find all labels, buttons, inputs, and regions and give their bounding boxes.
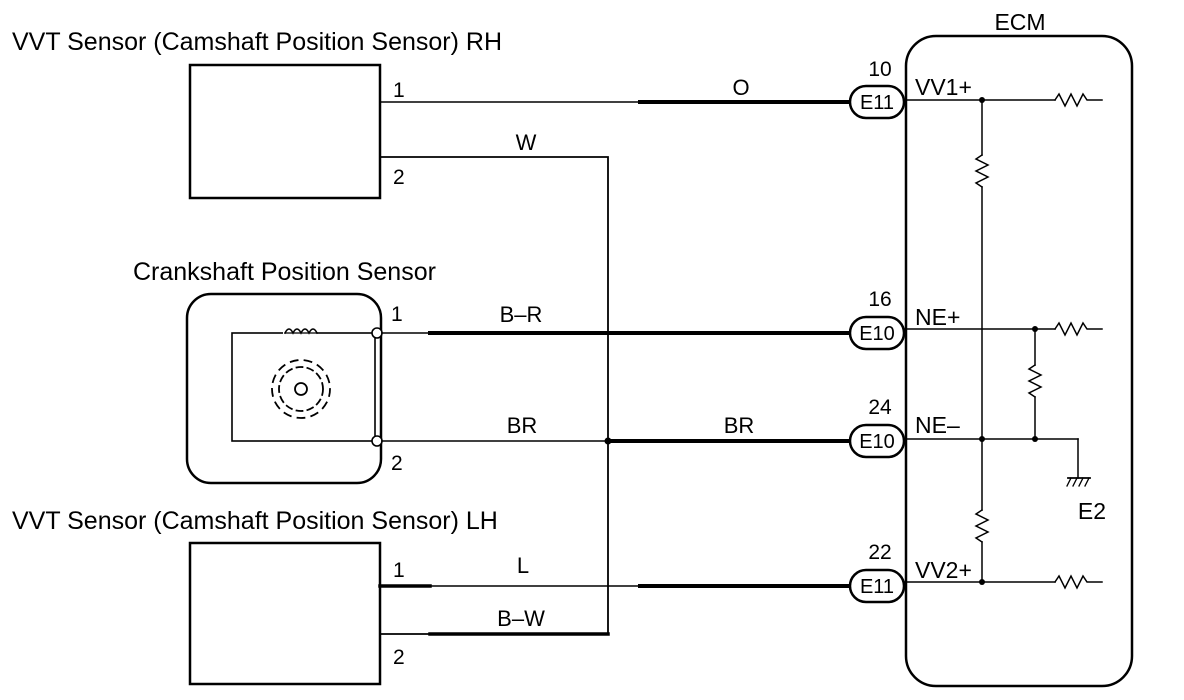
wire-label-rh-return: W bbox=[516, 130, 537, 155]
wire-label-crank-return: BR bbox=[507, 413, 538, 438]
splice-point bbox=[604, 437, 612, 445]
ground-icon bbox=[1066, 477, 1091, 487]
vvt-rh-title: VVT Sensor (Camshaft Position Sensor) RH bbox=[12, 28, 502, 56]
connector-pin-vv2: 22 bbox=[868, 541, 891, 564]
crank-title: Crankshaft Position Sensor bbox=[133, 258, 436, 286]
connector-pin-ne-plus: 16 bbox=[868, 288, 891, 311]
vvt-lh-pin-1: 1 bbox=[393, 559, 405, 582]
terminal-vv2: VV2+ bbox=[915, 557, 972, 583]
vvt-lh-pin-2: 2 bbox=[393, 646, 405, 669]
svg-text:E11: E11 bbox=[860, 92, 894, 114]
ecm-internal-circuit bbox=[903, 92, 1103, 590]
ground-label: E2 bbox=[1078, 498, 1106, 524]
svg-text:E11: E11 bbox=[860, 576, 894, 598]
connector-pin-ne-minus: 24 bbox=[868, 396, 892, 419]
wire-label-lh-return: B–W bbox=[497, 606, 545, 631]
terminal-ne-minus: NE– bbox=[915, 412, 960, 438]
vvt-lh-sensor-box bbox=[188, 541, 382, 686]
terminal-vv1: VV1+ bbox=[915, 74, 972, 100]
crank-terminal-1 bbox=[371, 327, 383, 339]
ecm-title: ECM bbox=[994, 9, 1045, 35]
svg-text:E10: E10 bbox=[859, 323, 895, 345]
terminal-ne-plus: NE+ bbox=[915, 304, 960, 330]
crank-sensor-housing bbox=[185, 292, 383, 485]
vvt-lh-title: VVT Sensor (Camshaft Position Sensor) LH bbox=[12, 507, 498, 535]
crank-pin-1: 1 bbox=[391, 303, 403, 326]
crank-terminal-2 bbox=[371, 435, 383, 447]
wire-label-vv2: L bbox=[517, 553, 529, 578]
connector-e11-vv1: E11 10 bbox=[848, 58, 906, 120]
connector-pin-vv1: 10 bbox=[868, 58, 891, 81]
wire-label-ne-minus: BR bbox=[724, 413, 755, 438]
gear-icon bbox=[271, 359, 331, 419]
wire-label-ne-plus: B–R bbox=[500, 302, 543, 327]
crank-inner-loop bbox=[231, 332, 376, 442]
wire-label-vv1: O bbox=[732, 75, 749, 100]
vvt-rh-pin-1: 1 bbox=[393, 79, 405, 102]
wire-shield-return bbox=[379, 156, 609, 635]
ecm-box bbox=[904, 34, 1134, 688]
vvt-rh-pin-2: 2 bbox=[393, 166, 405, 189]
crank-pin-2: 2 bbox=[391, 452, 403, 475]
connector-e10-ne-plus: E10 16 bbox=[848, 288, 906, 351]
coil-icon bbox=[283, 326, 319, 338]
svg-text:E10: E10 bbox=[859, 431, 895, 453]
connector-e10-ne-minus: E10 24 bbox=[848, 396, 906, 459]
vvt-rh-sensor-box bbox=[188, 63, 382, 200]
connector-e11-vv2: E11 22 bbox=[848, 541, 906, 604]
